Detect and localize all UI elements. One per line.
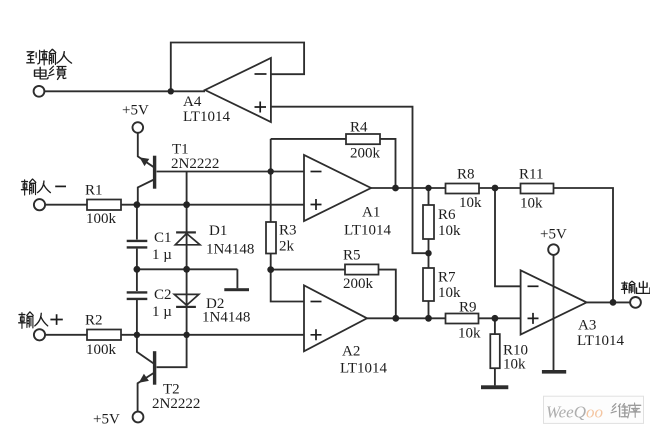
svg-text:2N2222: 2N2222	[152, 396, 200, 412]
svg-text:LT1014: LT1014	[340, 361, 387, 377]
svg-text:D1: D1	[209, 223, 227, 239]
svg-text:R2: R2	[85, 313, 103, 329]
svg-text:T2: T2	[163, 382, 180, 398]
svg-text:+5V: +5V	[122, 103, 149, 119]
svg-text:LT1014: LT1014	[344, 223, 391, 239]
svg-text:2N2222: 2N2222	[171, 156, 219, 172]
svg-text:R9: R9	[459, 300, 477, 316]
svg-text:200k: 200k	[350, 146, 381, 162]
svg-text:R1: R1	[85, 182, 103, 198]
svg-text:A1: A1	[362, 205, 380, 221]
svg-text:C2: C2	[154, 287, 172, 303]
svg-text:R6: R6	[438, 207, 456, 223]
svg-text:10k: 10k	[503, 356, 526, 372]
svg-text:LT1014: LT1014	[183, 109, 230, 125]
svg-text:R3: R3	[279, 223, 297, 239]
svg-text:1 µ: 1 µ	[152, 247, 172, 263]
svg-text:A2: A2	[342, 344, 360, 360]
svg-text:200k: 200k	[343, 276, 374, 292]
svg-text:T1: T1	[172, 142, 189, 158]
svg-text:+5V: +5V	[540, 226, 567, 242]
svg-text:2k: 2k	[279, 239, 295, 255]
svg-text:+5V: +5V	[93, 412, 120, 428]
svg-text:D2: D2	[206, 296, 224, 312]
svg-text:R8: R8	[457, 166, 475, 182]
svg-text:A4: A4	[183, 94, 202, 110]
svg-text:R7: R7	[438, 270, 456, 286]
svg-text:R11: R11	[519, 166, 543, 182]
svg-text:1 µ: 1 µ	[152, 304, 172, 320]
svg-text:10k: 10k	[438, 285, 461, 301]
svg-text:1N4148: 1N4148	[206, 242, 254, 258]
svg-text:R5: R5	[343, 247, 361, 263]
svg-text:R10: R10	[503, 342, 528, 358]
svg-text:A3: A3	[578, 317, 596, 333]
svg-text:10k: 10k	[438, 223, 461, 239]
svg-text:LT1014: LT1014	[577, 333, 624, 349]
svg-text:WeeQoo: WeeQoo	[546, 403, 603, 422]
svg-text:1N4148: 1N4148	[202, 310, 250, 326]
svg-text:C1: C1	[154, 230, 172, 246]
svg-text:10k: 10k	[458, 326, 481, 342]
svg-text:R4: R4	[350, 119, 368, 135]
svg-text:10k: 10k	[459, 195, 482, 211]
svg-text:10k: 10k	[520, 196, 543, 212]
svg-text:100k: 100k	[86, 211, 117, 227]
svg-text:100k: 100k	[86, 342, 117, 358]
